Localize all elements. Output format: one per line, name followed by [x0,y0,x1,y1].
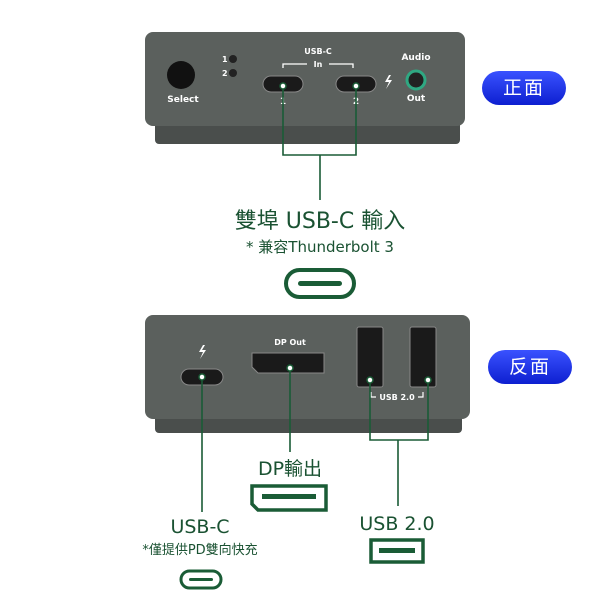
usb-label: USB 2.0 [379,393,415,402]
front-badge: 正面 [482,71,566,105]
dp-out-label: DP Out [274,338,306,347]
front-subcaption: * 兼容Thunderbolt 3 [246,238,394,256]
select-button-icon [167,61,195,89]
front-caption: 雙埠 USB-C 輸入 [235,209,405,234]
usb-a-connector-icon [369,538,425,564]
led-icon [229,55,237,63]
usbc-in-label: USB-C [304,47,332,56]
usbc-connector-small-icon [179,569,223,590]
front-device: Select 1 2 USB-C In 1 2 Audio Out [145,32,465,144]
select-label: Select [167,95,199,105]
led1-label: 1 [222,55,228,64]
usbc-caption: USB-C [170,516,229,538]
audio-label: Audio [401,53,430,63]
led2-label: 2 [222,69,228,78]
back-badge: 反面 [488,350,572,384]
audio-jack-icon [405,69,427,91]
usb-a-port-icon [409,326,437,388]
thunderbolt-icon [199,345,206,359]
usb-caption: USB 2.0 [359,513,434,535]
usbc-subcaption: *僅提供PD雙向快充 [142,542,257,558]
dp-port-icon [251,352,325,374]
dp-connector-icon [250,484,328,512]
dp-caption: DP輸出 [258,458,322,480]
front-callout-lines [282,86,357,200]
usbc-connector-icon [284,268,356,299]
back-callout-lines [201,368,429,512]
in-label: In [314,60,323,69]
out-label: Out [407,94,426,104]
thunderbolt-icon [385,75,392,89]
back-device: DP Out USB 2.0 [145,315,470,433]
led-icon [229,69,237,77]
